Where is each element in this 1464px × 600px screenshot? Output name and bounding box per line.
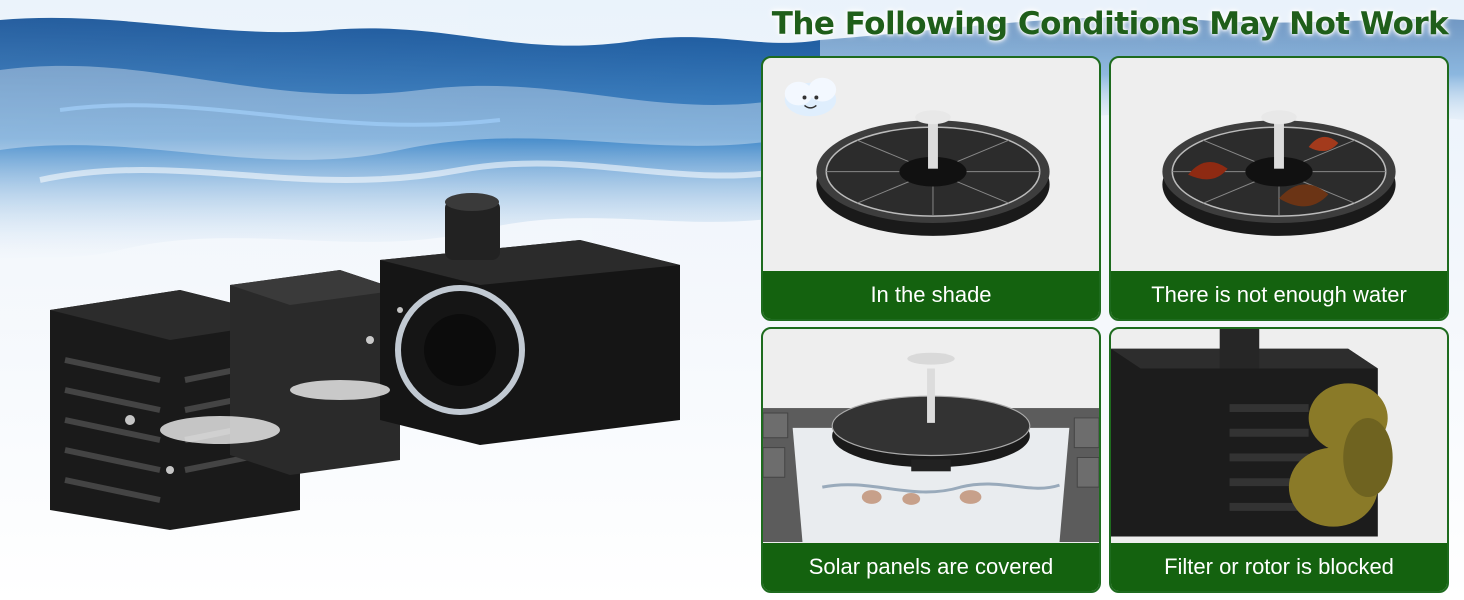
condition-panel-blocked: Filter or rotor is blocked bbox=[1109, 327, 1449, 593]
pump-body bbox=[380, 193, 680, 445]
panel-caption: Filter or rotor is blocked bbox=[1111, 543, 1447, 591]
sponge-filter bbox=[230, 270, 400, 475]
submersible-pump-exploded-illustration bbox=[50, 193, 680, 530]
cloud-icon bbox=[784, 77, 837, 117]
condition-panel-covered: Solar panels are covered bbox=[761, 327, 1101, 593]
pump-blocked-illustration bbox=[1111, 329, 1393, 537]
page-title: The Following Conditions May Not Work bbox=[771, 6, 1449, 42]
fountain-in-shade-illustration bbox=[784, 77, 1050, 236]
fountain-in-basin-illustration bbox=[763, 352, 1099, 543]
panel-caption: Solar panels are covered bbox=[763, 543, 1099, 591]
condition-panel-low-water: There is not enough water bbox=[1109, 56, 1449, 321]
panel-caption: There is not enough water bbox=[1111, 271, 1447, 319]
leaves bbox=[1188, 136, 1339, 207]
fountain-with-leaves-illustration bbox=[1162, 110, 1396, 236]
debris bbox=[1288, 383, 1393, 527]
condition-panel-shade: In the shade bbox=[761, 56, 1101, 321]
panel-caption: In the shade bbox=[763, 271, 1099, 319]
